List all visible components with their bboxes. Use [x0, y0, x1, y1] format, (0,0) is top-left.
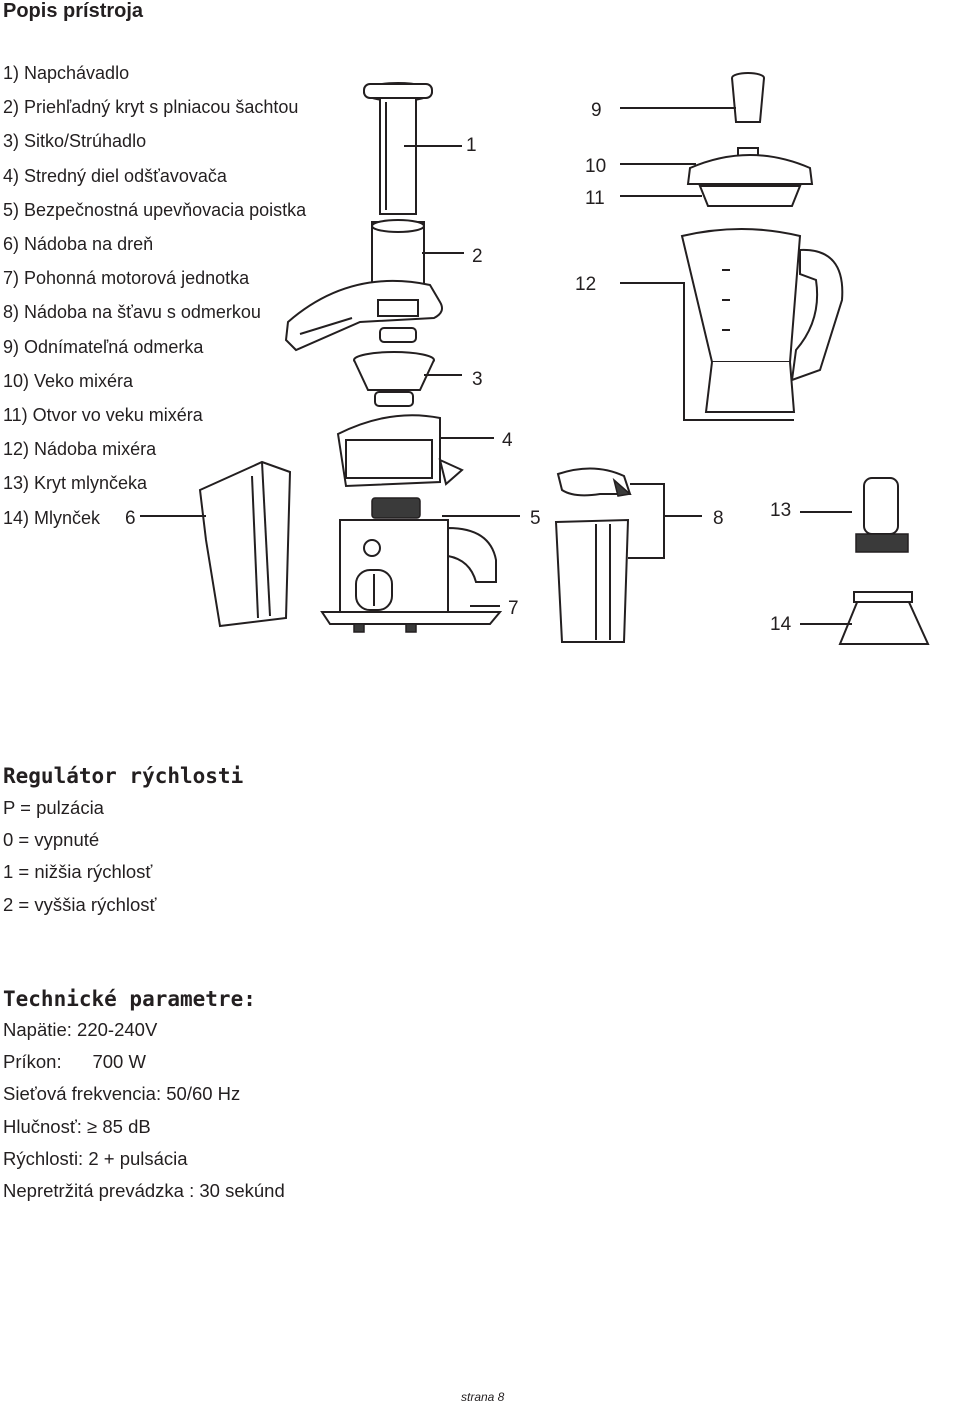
grinder-base-drawing: [838, 591, 930, 645]
callout-5: 5: [530, 508, 541, 529]
measuring-cup-drawing: [731, 72, 765, 123]
part-item: 3) Sitko/Strúhadlo: [3, 131, 147, 152]
speed-heading: Regulátor rýchlosti: [3, 764, 244, 788]
part-item: 8) Nádoba na šťavu s odmerkou: [3, 302, 261, 323]
callout-11: 11: [585, 188, 605, 209]
callout-10: 10: [585, 156, 606, 177]
tech-heading: Technické parametre:: [3, 987, 256, 1011]
blender-lid-drawing: [686, 147, 814, 207]
part-item: 10) Veko mixéra: [3, 370, 134, 391]
part-item: 6) Nádoba na dreň: [3, 234, 154, 255]
tech-line: Rýchlosti: 2 + pulsácia: [3, 1147, 188, 1169]
part-item: 14) Mlynček: [3, 507, 101, 528]
motor-unit-drawing: [320, 497, 503, 633]
part-item: 11) Otvor vo veku mixéra: [3, 405, 203, 426]
pulp-container-drawing: [198, 460, 292, 628]
appliance-diagram: 1 2 3 4 5 6 7 8 9 10 11 12 13 14: [125, 72, 930, 645]
part-item: 13) Kryt mlynčeka: [3, 473, 148, 494]
callout-1: 1: [466, 135, 477, 156]
page-number: strana 8: [461, 1390, 505, 1404]
callout-4: 4: [502, 430, 513, 451]
callout-6: 6: [125, 508, 136, 529]
tech-line: Sieťová frekvencia: 50/60 Hz: [3, 1083, 241, 1105]
callout-3: 3: [472, 369, 483, 390]
tech-line: Nepretržitá prevádzka : 30 sekúnd: [3, 1180, 285, 1202]
part-item: 9) Odnímateľná odmerka: [3, 336, 204, 357]
part-item: 1) Napchávadlo: [3, 63, 130, 83]
callout-8: 8: [713, 508, 724, 529]
tech-line: Napätie: 220-240V: [3, 1019, 158, 1040]
part-item: 2) Priehľadný kryt s plniacou šachtou: [3, 97, 299, 118]
part-item: 12) Nádoba mixéra: [3, 439, 157, 460]
part-item: 7) Pohonná motorová jednotka: [3, 268, 250, 289]
page-title: Popis prístroja: [3, 0, 144, 22]
speed-line: 1 = nižšia rýchlosť: [3, 861, 153, 883]
callout-7: 7: [508, 598, 519, 619]
callout-9: 9: [591, 100, 602, 121]
callout-13: 13: [770, 500, 791, 521]
speed-line: 2 = vyššia rýchlosť: [3, 893, 157, 915]
cover-drawing: [284, 219, 443, 352]
callout-14: 14: [770, 614, 792, 635]
speed-line: 0 = vypnuté: [3, 829, 100, 851]
callout-2: 2: [472, 246, 483, 267]
blender-jug-drawing: [680, 228, 844, 413]
tech-line: Príkon: 700 W: [3, 1051, 146, 1073]
juice-jug-drawing: [554, 518, 630, 643]
grinder-cover-drawing: [855, 477, 909, 553]
speed-list: P = pulzácia 0 = vypnuté 1 = nižšia rých…: [3, 792, 156, 921]
center-body-drawing: [336, 414, 464, 488]
speed-line: P = pulzácia: [3, 797, 104, 818]
tech-line: Hlučnosť: ≥ 85 dB: [3, 1115, 151, 1137]
tech-list: Napätie: 220-240V Príkon: 700 W Sieťová …: [3, 1014, 285, 1207]
pusher-drawing: [363, 82, 433, 215]
safety-clip-drawing: [556, 467, 632, 497]
sieve-drawing: [353, 351, 435, 407]
part-item: 4) Stredný diel odšťavovača: [3, 165, 227, 186]
callout-12: 12: [575, 274, 596, 295]
part-item: 5) Bezpečnostná upevňovacia poistka: [3, 199, 307, 220]
parts-list: 1) Napchávadlo 2) Priehľadný kryt s plni…: [3, 56, 306, 535]
leader-lines: [140, 107, 852, 625]
